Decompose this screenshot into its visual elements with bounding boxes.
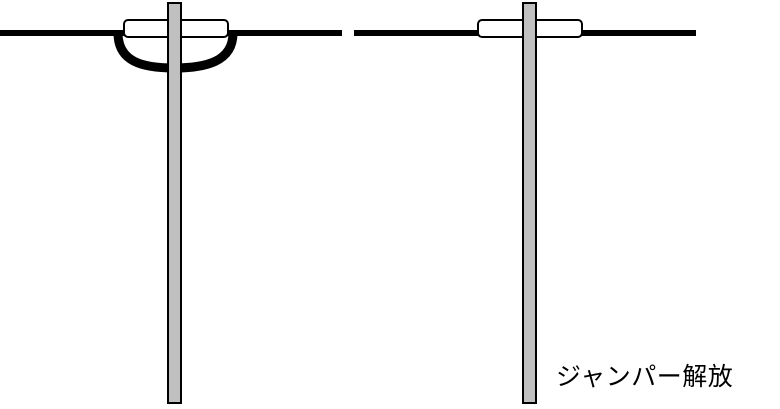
caption-jumper-released: ジャンパー解放 (556, 362, 734, 391)
pole-assembly-right (354, 2, 696, 404)
pole-left (167, 2, 182, 404)
pole-assembly-left (0, 2, 342, 404)
pole-right (522, 2, 537, 404)
